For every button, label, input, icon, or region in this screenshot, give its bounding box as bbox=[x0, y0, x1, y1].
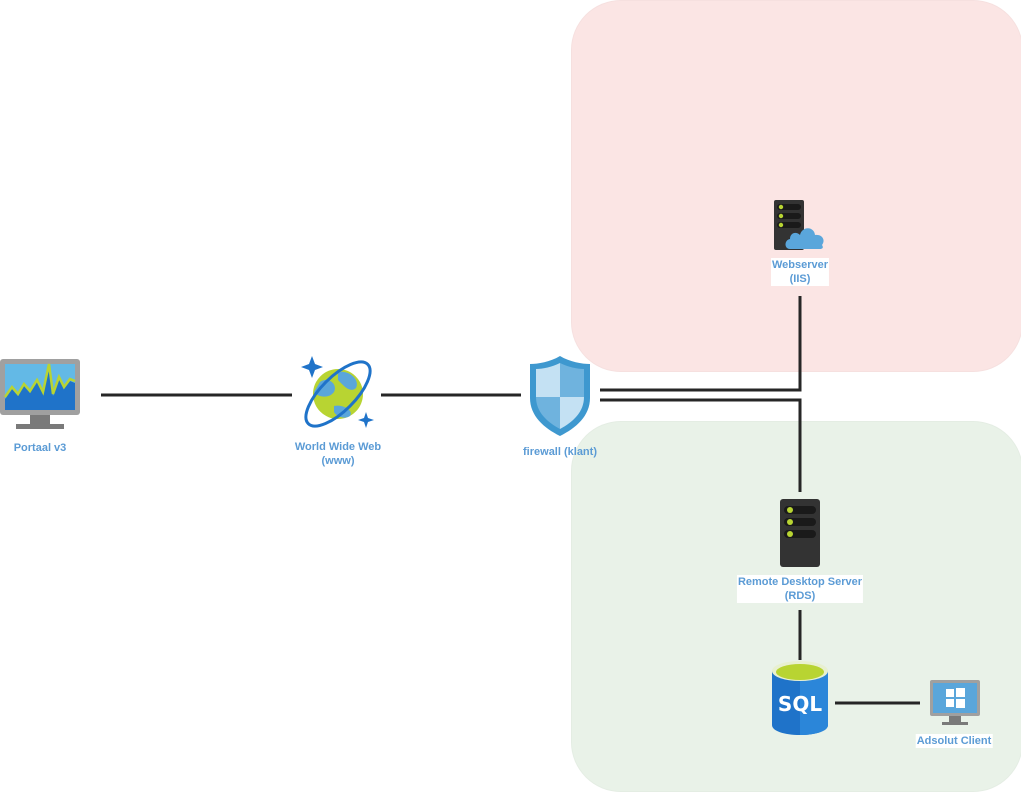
sql-text: SQL bbox=[778, 692, 822, 716]
globe-orbit-icon bbox=[301, 356, 374, 428]
webserver-node[interactable] bbox=[774, 200, 826, 252]
client-node[interactable] bbox=[930, 680, 980, 728]
dmz-zone-group bbox=[571, 0, 1021, 372]
webserver-label: Webserver (IIS) bbox=[770, 258, 830, 286]
www-label: World Wide Web (www) bbox=[295, 440, 381, 468]
portaal-label: Portaal v3 bbox=[13, 442, 67, 454]
rds-label-line2: (RDS) bbox=[784, 590, 816, 602]
edge-firewall-webserver bbox=[600, 296, 802, 392]
rds-label: Remote Desktop Server (RDS) bbox=[736, 575, 864, 603]
www-label-line2: (www) bbox=[321, 455, 355, 467]
edge-firewall-rds bbox=[600, 398, 802, 492]
firewall-node[interactable] bbox=[528, 354, 592, 438]
firewall-label: firewall (klant) bbox=[523, 446, 597, 458]
webserver-label-line2: (IIS) bbox=[789, 273, 811, 285]
sql-database-icon: SQL bbox=[772, 661, 828, 735]
server-cloud-icon bbox=[774, 200, 824, 250]
monitor-chart-icon bbox=[0, 359, 80, 429]
client-label: Adsolut Client bbox=[915, 734, 993, 748]
rds-label-line1: Remote Desktop Server bbox=[737, 576, 863, 588]
rds-node[interactable] bbox=[780, 499, 820, 567]
www-label-line1: World Wide Web bbox=[294, 441, 382, 453]
www-node[interactable] bbox=[298, 354, 380, 434]
sql-node[interactable]: SQL bbox=[772, 661, 828, 735]
shield-icon bbox=[530, 356, 590, 436]
portaal-node[interactable] bbox=[0, 359, 80, 433]
webserver-label-line1: Webserver bbox=[771, 259, 829, 271]
server-icon bbox=[780, 499, 820, 567]
windows-monitor-icon bbox=[930, 680, 980, 725]
